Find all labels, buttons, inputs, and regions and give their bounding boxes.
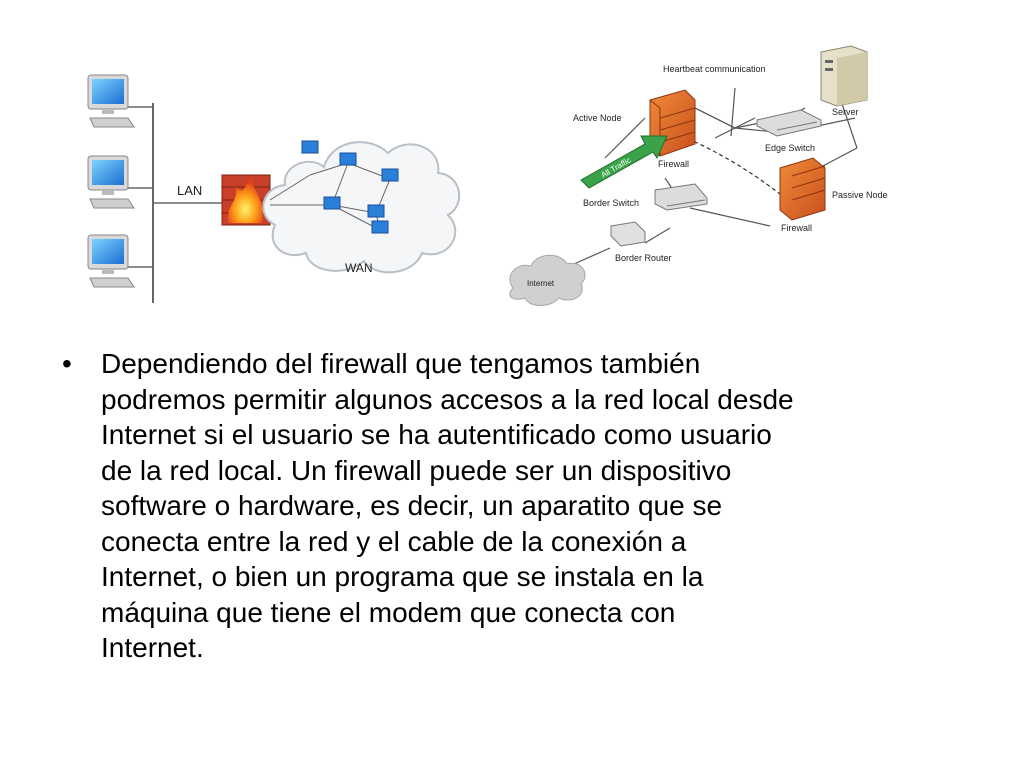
ha-firewall-diagram: Server Heartbeat communication Active No… bbox=[509, 45, 888, 306]
bullet-line: software o hardware, es decir, un aparat… bbox=[101, 490, 723, 521]
server-icon bbox=[820, 45, 868, 107]
bullet-line: Internet, o bien un programa que se inst… bbox=[101, 561, 704, 592]
server-label: Server bbox=[832, 107, 859, 117]
passive-firewall-label: Firewall bbox=[781, 223, 812, 233]
border-switch-icon bbox=[654, 183, 708, 211]
lan-computer-icon bbox=[87, 155, 135, 209]
passive-node-label: Passive Node bbox=[832, 190, 888, 200]
wan-label: WAN bbox=[345, 261, 373, 275]
active-firewall-label: Firewall bbox=[658, 159, 689, 169]
edge-switch-icon bbox=[756, 109, 822, 137]
bullet-line: Internet. bbox=[101, 632, 204, 663]
border-router-icon bbox=[610, 221, 646, 247]
bullet-line: máquina que tiene el modem que conecta c… bbox=[101, 596, 676, 628]
border-switch-label: Border Switch bbox=[583, 198, 639, 208]
active-node-label: Active Node bbox=[573, 113, 622, 123]
lan-computer-icon bbox=[87, 234, 135, 288]
lan-computer-icon bbox=[87, 74, 135, 128]
lan-label: LAN bbox=[177, 183, 202, 198]
bullet-line: podremos permitir algunos accesos a la r… bbox=[101, 383, 794, 415]
passive-firewall-icon bbox=[779, 157, 826, 221]
bullet-line: Internet si el usuario se ha autentifica… bbox=[101, 419, 772, 450]
internet-label: Internet bbox=[527, 279, 555, 288]
bullet-item: • Dependiendo del firewall que tengamos … bbox=[62, 346, 982, 666]
border-router-label: Border Router bbox=[615, 253, 672, 263]
internet-cloud bbox=[509, 254, 586, 306]
bullet-line: conecta entre la red y el cable de la co… bbox=[101, 525, 687, 557]
edge-switch-label: Edge Switch bbox=[765, 143, 815, 153]
all-traffic-arrow: All Traffic bbox=[580, 135, 668, 189]
bullet-icon: • bbox=[62, 348, 72, 379]
firewall-icon bbox=[221, 174, 271, 226]
wan-cloud bbox=[262, 141, 461, 274]
bullet-line: Dependiendo del firewall que tengamos ta… bbox=[101, 348, 701, 379]
bullet-line: de la red local. Un firewall puede ser u… bbox=[101, 454, 732, 486]
heartbeat-label: Heartbeat communication bbox=[663, 64, 766, 74]
lan-wan-diagram: LAN WAN bbox=[87, 74, 461, 303]
bullet-paragraph: Dependiendo del firewall que tengamos ta… bbox=[101, 346, 982, 666]
